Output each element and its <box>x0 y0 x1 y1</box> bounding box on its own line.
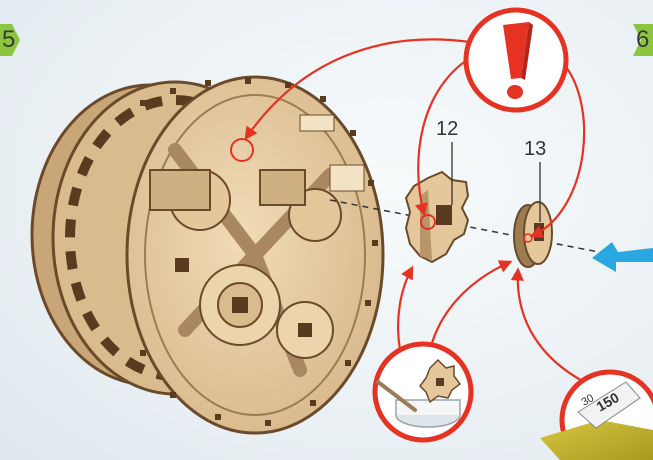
glue-icon <box>375 344 471 440</box>
part-label-13: 13 <box>524 138 546 161</box>
wooden-drum-assembly <box>32 77 383 433</box>
blue-arrow-icon <box>592 242 653 272</box>
step-number-next: 6 <box>636 26 649 54</box>
step-number-current: 5 <box>2 26 15 54</box>
part-12-gear <box>406 172 468 262</box>
part-label-12: 12 <box>436 118 458 141</box>
sandpaper-icon: 30 150 <box>540 372 653 460</box>
exclamation-icon <box>466 10 566 110</box>
